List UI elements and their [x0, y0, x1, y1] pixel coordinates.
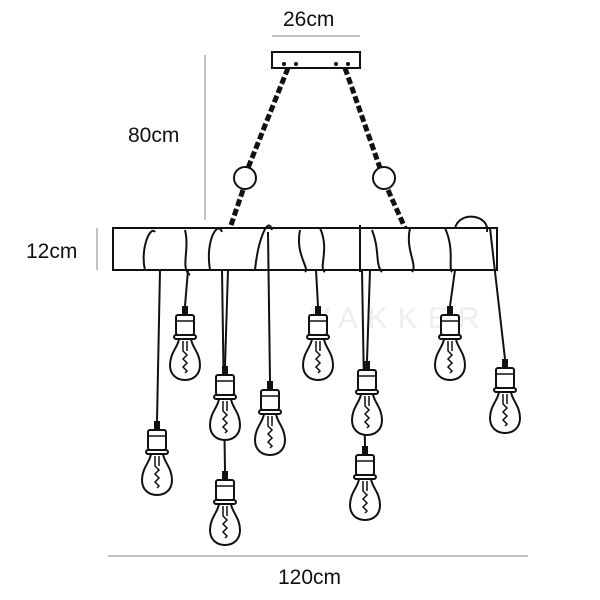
canopy-width-label: 26cm [283, 8, 335, 31]
total-width-label: 120cm [278, 566, 342, 589]
bulb-5 [254, 380, 286, 456]
bulb-1 [169, 305, 201, 381]
bulb-4 [209, 470, 241, 546]
bulb-9 [434, 305, 466, 381]
chain-ball-left [233, 166, 257, 190]
drop-height-label: 80cm [128, 124, 180, 147]
cord-wraps [142, 215, 489, 276]
bulb-7 [351, 360, 383, 436]
dimension-lines [96, 35, 528, 557]
bulb-2 [141, 420, 173, 496]
chains [227, 67, 408, 230]
ceiling-canopy [271, 51, 361, 69]
chain-ball-right [372, 166, 396, 190]
bulb-3 [209, 365, 241, 441]
beam-height-label: 12cm [26, 240, 78, 263]
bulb-10 [489, 358, 521, 434]
bulb-6 [302, 305, 334, 381]
bulb-8 [349, 445, 381, 521]
